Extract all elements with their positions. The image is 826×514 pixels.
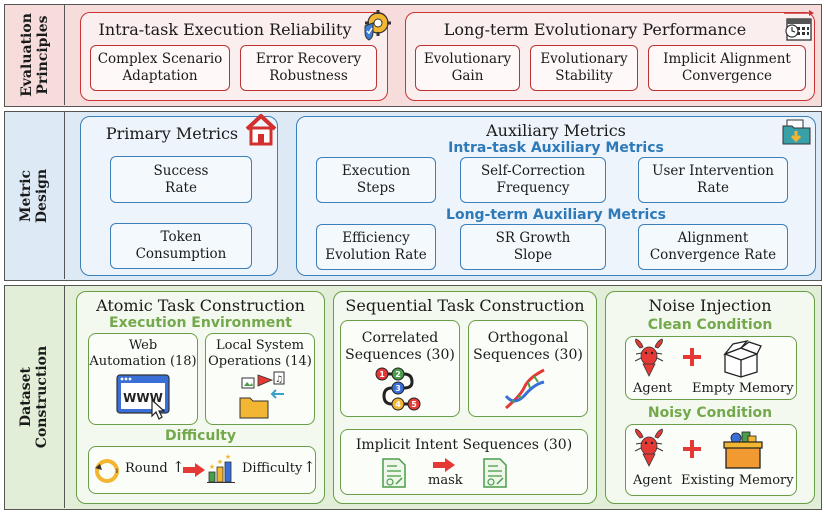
- complex-scenario-adaptation-box: Complex Scenario Adaptation: [90, 45, 230, 91]
- lobster-agent-icon: [634, 338, 664, 377]
- chain-number-4: 4: [395, 400, 401, 409]
- long-term-auxiliary-title: Long-term Auxiliary Metrics: [446, 207, 666, 223]
- svg-text:★: ★: [217, 458, 223, 466]
- evolutionary-stability-box: Evolutionary Stability: [530, 45, 638, 91]
- intra-task-reliability-title: Intra-task Execution Reliability: [98, 20, 352, 39]
- auxiliary-metrics-title: Auxiliary Metrics: [486, 121, 626, 140]
- dna-icon: [504, 368, 545, 410]
- noise-injection-title: Noise Injection: [648, 296, 772, 315]
- svg-text:★: ★: [225, 453, 231, 461]
- empty-memory-label: Empty Memory: [692, 381, 794, 396]
- browser-www-icon: WWW: [116, 374, 170, 420]
- intra-task-auxiliary-title: Intra-task Auxiliary Metrics: [448, 140, 664, 156]
- orthogonal-sequences-box: [468, 320, 588, 417]
- atomic-task-title: Atomic Task Construction: [96, 296, 305, 315]
- calendar-icon: [784, 10, 814, 41]
- chain-number-3: 3: [395, 384, 401, 393]
- document-icon: [382, 458, 406, 488]
- token-consumption-box: Token Consumption: [110, 223, 252, 269]
- implicit-intent-sequences-box: [340, 429, 588, 495]
- evaluation-side-label: Evaluation Principles: [5, 5, 65, 105]
- execution-environment-title: Execution Environment: [109, 315, 292, 331]
- difficulty-label: Difficulty: [242, 461, 303, 476]
- house-icon: [245, 114, 277, 146]
- implicit-alignment-convergence-box: Implicit Alignment Convergence: [648, 45, 806, 91]
- chain-number-2: 2: [395, 370, 401, 379]
- long-term-performance-title: Long-term Evolutionary Performance: [443, 20, 747, 39]
- bar-chart-stars-icon: ★ ★ ★: [207, 453, 235, 483]
- mask-label: mask: [428, 473, 463, 488]
- document-icon-masked: [483, 458, 507, 488]
- gear-shield-icon: [364, 10, 391, 41]
- execution-steps-box: Execution Steps: [316, 157, 436, 203]
- metric-side-text: Metric Design: [18, 168, 51, 223]
- clean-condition-title: Clean Condition: [647, 317, 773, 333]
- evolutionary-gain-box: Evolutionary Gain: [415, 45, 520, 91]
- implicit-intent-sequences-label: Implicit Intent Sequences (30): [355, 437, 573, 453]
- orthogonal-sequences-label: Orthogonal Sequences (30): [473, 330, 583, 363]
- round-up-arrow: ↑: [172, 458, 185, 476]
- svg-text:♫: ♫: [275, 375, 283, 385]
- red-right-arrow: [183, 463, 205, 477]
- dataset-side-text: Dataset Construction: [18, 345, 51, 449]
- folder-media-icon: ♫: [239, 371, 285, 419]
- error-recovery-robustness-box: Error Recovery Robustness: [240, 45, 377, 91]
- difficulty-up-arrow: ↑: [303, 458, 316, 476]
- full-box-icon: [723, 431, 763, 469]
- lobster-agent-icon-noisy: [634, 428, 664, 467]
- evaluation-side-text: Evaluation Principles: [18, 13, 51, 97]
- round-cycle-icon: [95, 459, 119, 483]
- folder-download-icon: [782, 119, 811, 145]
- plus-icon-noisy: [683, 440, 701, 458]
- chain-number-1: 1: [379, 370, 385, 379]
- www-text: WWW: [123, 391, 163, 405]
- chain-number-5: 5: [411, 400, 417, 409]
- noisy-condition-box: [625, 424, 797, 496]
- success-rate-box: Success Rate: [110, 156, 252, 203]
- self-correction-frequency-box: Self-Correction Frequency: [460, 157, 606, 203]
- sr-growth-slope-box: SR Growth Slope: [460, 224, 606, 270]
- primary-metrics-title: Primary Metrics: [105, 124, 239, 143]
- dataset-side-label: Dataset Construction: [5, 286, 65, 508]
- plus-icon: [683, 348, 701, 366]
- round-label: Round: [125, 461, 168, 476]
- svg-text:★: ★: [209, 463, 215, 471]
- local-system-operations-label: Local System Operations (14): [208, 338, 312, 369]
- chain-icon: 1 2 3 4 5: [375, 367, 421, 411]
- open-box-icon: [723, 339, 762, 378]
- web-automation-label: Web Automation (18): [89, 338, 197, 369]
- noisy-agent-label: Agent: [633, 473, 672, 488]
- user-intervention-rate-box: User Intervention Rate: [638, 157, 788, 203]
- metric-side-label: Metric Design: [5, 112, 65, 279]
- alignment-convergence-rate-box: Alignment Convergence Rate: [638, 224, 788, 270]
- efficiency-evolution-rate-box: Efficiency Evolution Rate: [316, 224, 436, 270]
- noisy-condition-title: Noisy Condition: [647, 405, 773, 421]
- mask-red-arrow: [433, 458, 455, 472]
- correlated-sequences-label: Correlated Sequences (30): [345, 330, 455, 363]
- clean-agent-label: Agent: [633, 381, 672, 396]
- clean-condition-box: [625, 336, 797, 400]
- difficulty-title: Difficulty: [165, 428, 236, 444]
- sequential-task-title: Sequential Task Construction: [345, 296, 585, 315]
- existing-memory-label: Existing Memory: [681, 473, 794, 488]
